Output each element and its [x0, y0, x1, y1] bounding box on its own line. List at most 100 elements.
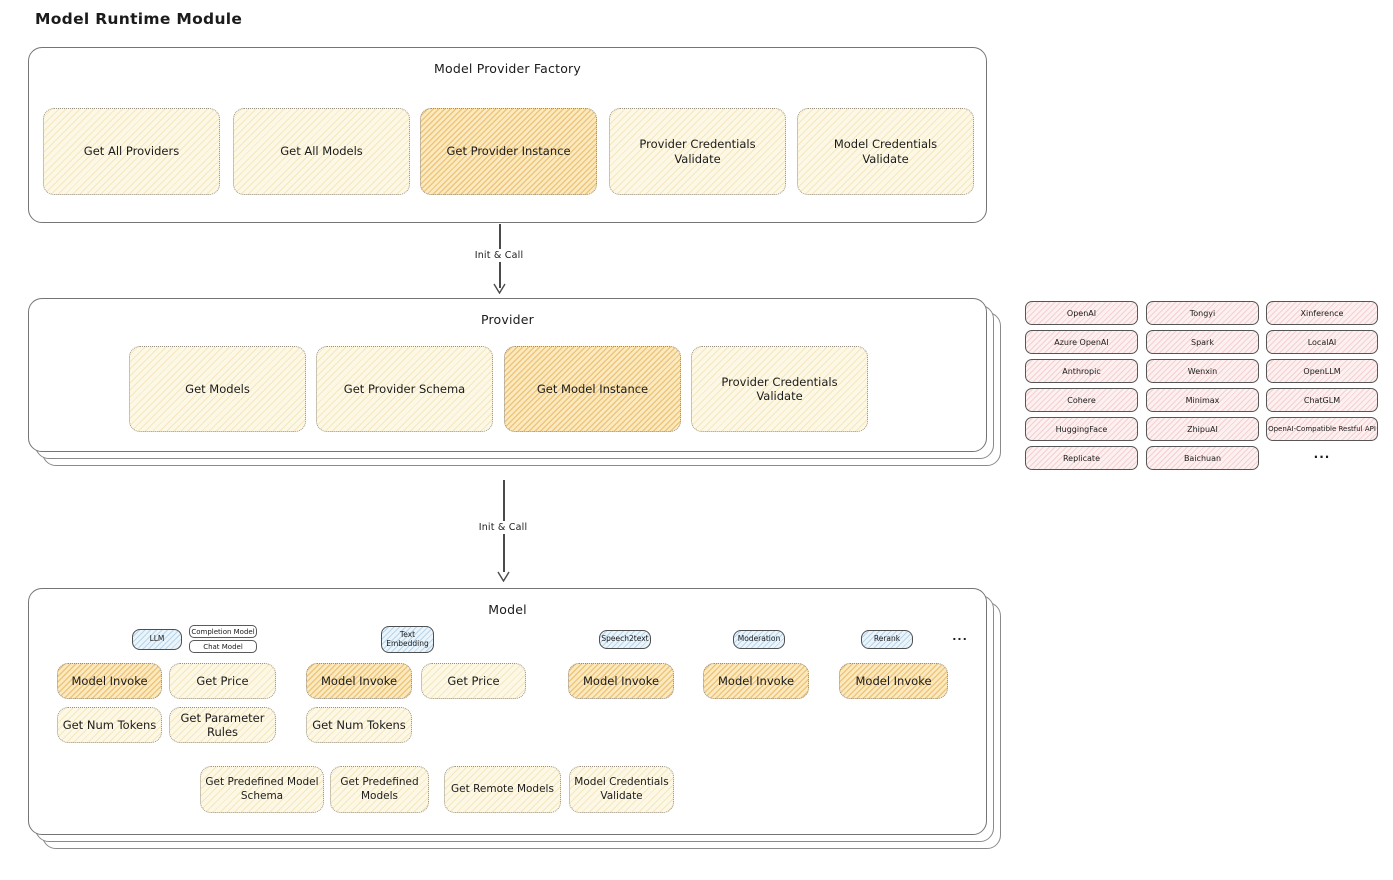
node-get-parameter-rules-label: Get Parameter Rules: [180, 710, 265, 739]
node-get-all-models-label: Get All Models: [280, 144, 363, 159]
provider-chip-openai-compatible-restful-api: OpenAI-Compatible Restful API: [1266, 417, 1378, 441]
provider-chip-anthropic: Anthropic: [1025, 359, 1138, 383]
tab-text-embedding: Text Embedding: [381, 626, 434, 653]
node-model-invoke: Model Invoke: [703, 663, 809, 699]
tab-llm-label: LLM: [149, 634, 165, 644]
tab-llm: LLM: [132, 629, 182, 650]
node-model-credentials-validate-label: Model Credentials Validate: [833, 137, 938, 166]
node-get-all-providers: Get All Providers: [43, 108, 220, 195]
tab-speech2text: Speech2text: [599, 630, 651, 649]
provider-chip-azure-openai-label: Azure OpenAI: [1054, 337, 1109, 347]
provider-chip-openai: OpenAI: [1025, 301, 1138, 325]
node-get-num-tokens: Get Num Tokens: [57, 707, 162, 743]
node-get-model-instance: Get Model Instance: [504, 346, 681, 432]
provider-chip-xinference: Xinference: [1266, 301, 1378, 325]
node-model-invoke: Model Invoke: [568, 663, 674, 699]
factory-card: Model Provider Factory Get All Providers…: [28, 47, 987, 223]
provider-chip-tongyi: Tongyi: [1146, 301, 1259, 325]
subtab-completion-model-label: Completion Model: [191, 627, 255, 636]
node-get-parameter-rules: Get Parameter Rules: [169, 707, 276, 743]
provider-chip-replicate: Replicate: [1025, 446, 1138, 470]
provider-chip-chatglm: ChatGLM: [1266, 388, 1378, 412]
provider-chip-wenxin: Wenxin: [1146, 359, 1259, 383]
arrow-down-icon: [493, 283, 506, 294]
provider-chip-localai-label: LocalAI: [1307, 337, 1337, 347]
node-model-invoke: Model Invoke: [839, 663, 948, 699]
provider-chip-baichuan-label: Baichuan: [1183, 453, 1222, 463]
provider-card: Provider Get Models Get Provider Schema Ge…: [28, 298, 987, 452]
provider-chip-baichuan: Baichuan: [1146, 446, 1259, 470]
node-get-models: Get Models: [129, 346, 306, 432]
model-card-title: Model: [488, 602, 527, 617]
provider-chip-xinference-label: Xinference: [1300, 308, 1344, 318]
node-model-invoke: Model Invoke: [306, 663, 412, 699]
node-model-credentials-validate: Model Credentials Validate: [569, 766, 674, 813]
node-provider-credentials-validate: Provider Credentials Validate: [609, 108, 786, 195]
node-get-provider-schema: Get Provider Schema: [316, 346, 493, 432]
provider-chip-minimax: Minimax: [1146, 388, 1259, 412]
arrow-down-icon: [497, 571, 510, 582]
node-provider-credentials-validate-label: Provider Credentials Validate: [721, 374, 838, 403]
provider-chip-cohere: Cohere: [1025, 388, 1138, 412]
tab-moderation-label: Moderation: [737, 634, 781, 644]
node-get-predefined-model-schema: Get Predefined Model Schema: [200, 766, 324, 813]
node-get-remote-models: Get Remote Models: [444, 766, 561, 813]
subtab-chat-model: Chat Model: [189, 640, 257, 653]
node-get-models-label: Get Models: [185, 381, 250, 396]
provider-chip-wenxin-label: Wenxin: [1187, 366, 1218, 376]
node-get-num-tokens: Get Num Tokens: [306, 707, 412, 743]
node-get-price: Get Price: [169, 663, 276, 699]
model-tabs-more: ...: [952, 630, 968, 643]
node-get-predefined-models: Get Predefined Models: [330, 766, 429, 813]
node-get-model-instance-label: Get Model Instance: [536, 381, 649, 396]
node-get-predefined-model-schema-label: Get Predefined Model Schema: [205, 776, 319, 802]
provider-chip-spark-label: Spark: [1191, 337, 1214, 347]
provider-chip-zhipuai-label: ZhipuAI: [1187, 424, 1218, 434]
init-call-label-2: Init & Call: [474, 521, 532, 534]
node-get-provider-instance: Get Provider Instance: [420, 108, 597, 195]
node-get-remote-models-label: Get Remote Models: [451, 782, 554, 795]
provider-chip-chatglm-label: ChatGLM: [1303, 395, 1341, 405]
node-get-provider-schema-label: Get Provider Schema: [343, 381, 466, 396]
node-get-predefined-models-label: Get Predefined Models: [340, 776, 419, 802]
node-model-invoke-label: Model Invoke: [582, 673, 660, 688]
provider-chip-huggingface: HuggingFace: [1025, 417, 1138, 441]
model-card: Model LLM Text Embedding Speech2text Modera…: [28, 588, 987, 835]
tab-moderation: Moderation: [733, 630, 785, 649]
provider-chip-openllm-label: OpenLLM: [1303, 366, 1341, 376]
provider-chip-openllm: OpenLLM: [1266, 359, 1378, 383]
node-get-price-label: Get Price: [196, 673, 249, 688]
node-model-invoke: Model Invoke: [57, 663, 162, 699]
node-get-price: Get Price: [421, 663, 526, 699]
node-model-credentials-validate: Model Credentials Validate: [797, 108, 974, 195]
provider-chip-azure-openai: Azure OpenAI: [1025, 330, 1138, 354]
tab-rerank-label: Rerank: [873, 634, 901, 644]
provider-chip-spark: Spark: [1146, 330, 1259, 354]
provider-chip-zhipuai: ZhipuAI: [1146, 417, 1259, 441]
subtab-completion-model: Completion Model: [189, 625, 257, 638]
node-model-invoke-label: Model Invoke: [71, 673, 148, 688]
provider-chip-replicate-label: Replicate: [1062, 453, 1100, 463]
provider-chip-tongyi-label: Tongyi: [1189, 308, 1216, 318]
node-get-all-models: Get All Models: [233, 108, 410, 195]
node-get-num-tokens-label: Get Num Tokens: [62, 717, 157, 732]
node-get-all-providers-label: Get All Providers: [83, 144, 180, 159]
node-get-provider-instance-label: Get Provider Instance: [446, 144, 571, 159]
tab-text-embedding-label: Text Embedding: [386, 629, 429, 648]
node-provider-credentials-validate: Provider Credentials Validate: [691, 346, 868, 432]
tab-speech2text-label: Speech2text: [601, 634, 649, 644]
node-get-price-label: Get Price: [447, 673, 500, 688]
tab-rerank: Rerank: [861, 630, 913, 649]
page-title: Model Runtime Module: [35, 10, 243, 28]
factory-card-title: Model Provider Factory: [433, 61, 581, 76]
provider-chip-openai-label: OpenAI: [1066, 308, 1097, 318]
node-model-invoke-label: Model Invoke: [717, 673, 795, 688]
provider-card-title: Provider: [480, 312, 535, 327]
node-model-invoke-label: Model Invoke: [320, 673, 398, 688]
node-model-invoke-label: Model Invoke: [855, 673, 932, 688]
providers-more: ...: [1313, 447, 1331, 461]
provider-chip-openai-compatible-restful-api-label: OpenAI-Compatible Restful API: [1268, 425, 1376, 433]
provider-chip-localai: LocalAI: [1266, 330, 1378, 354]
